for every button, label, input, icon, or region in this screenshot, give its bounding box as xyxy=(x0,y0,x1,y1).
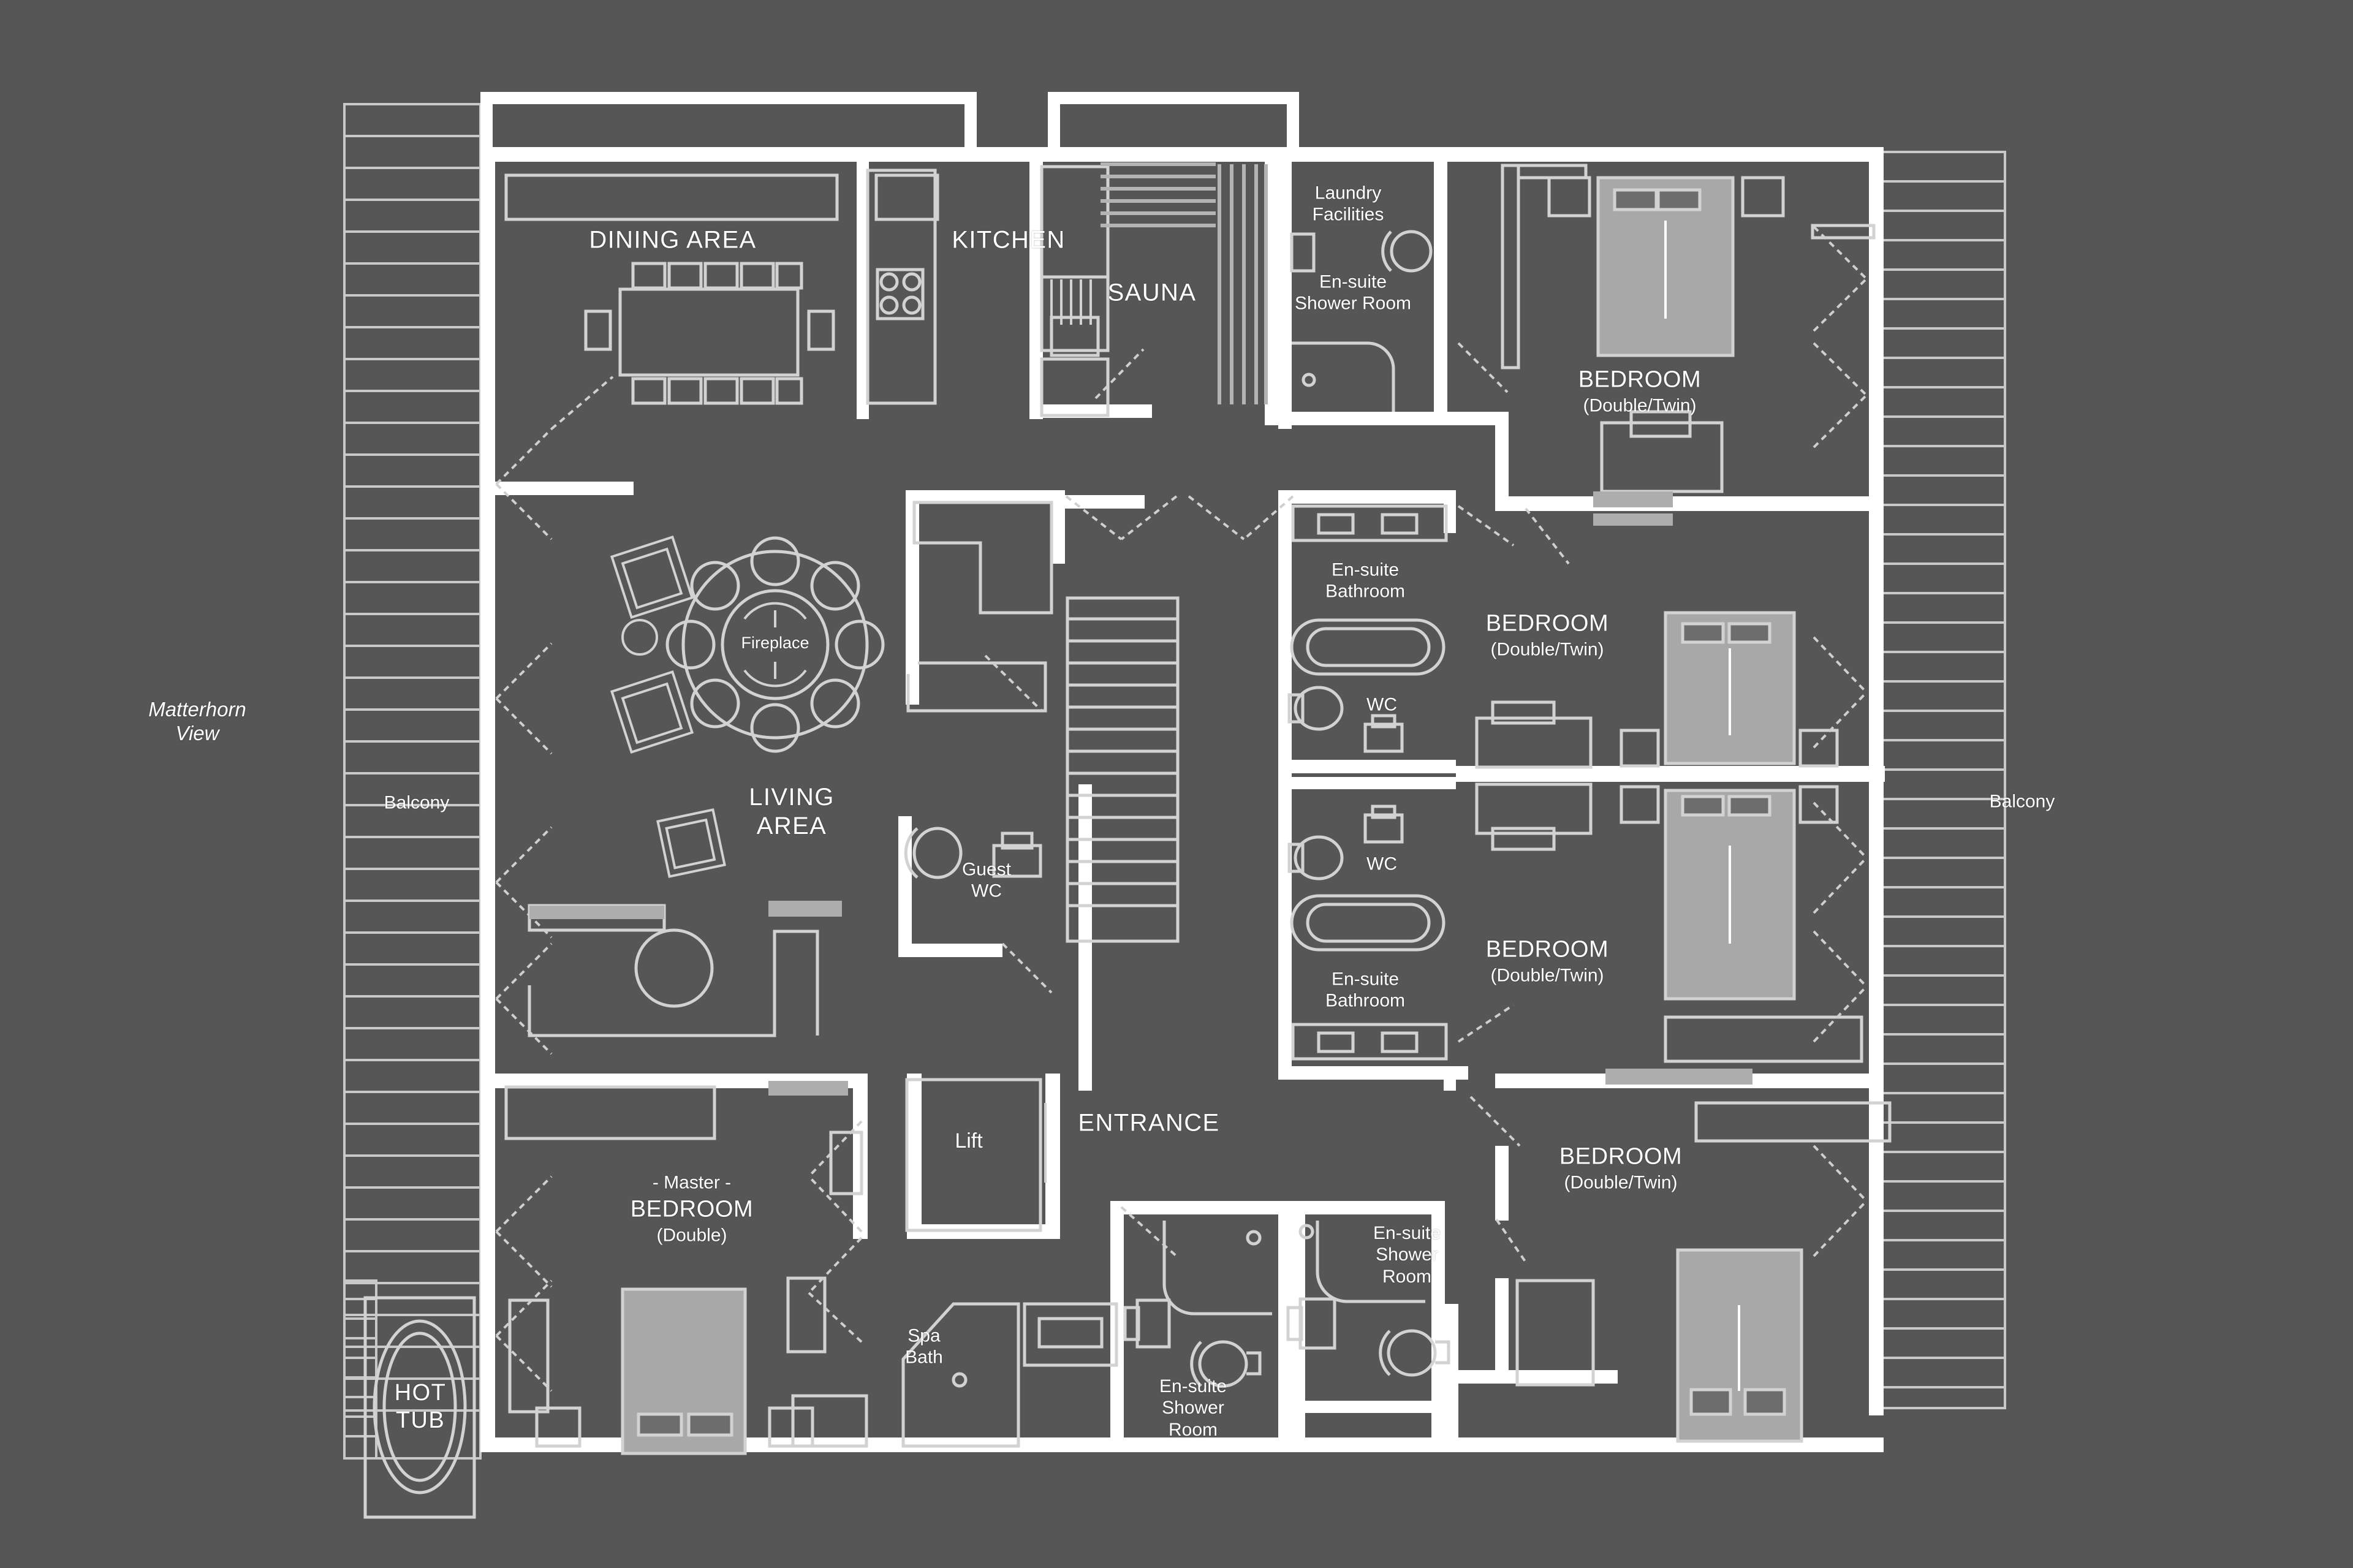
balcony-right-decking xyxy=(1874,151,2006,1409)
staircase xyxy=(1066,596,1180,943)
door-swings xyxy=(495,225,1868,1392)
sink-icon xyxy=(1379,1329,1450,1377)
furniture xyxy=(363,162,1892,1519)
toilet-icon xyxy=(1287,686,1344,731)
hot-tub-icon xyxy=(363,1296,476,1519)
washing-machine-icon xyxy=(1381,230,1433,273)
toilet-icon xyxy=(1287,835,1344,881)
fireplace-seating-ring xyxy=(665,536,885,753)
balcony-left-decking xyxy=(343,103,482,1460)
sink-icon xyxy=(1190,1340,1262,1388)
toilet-icon xyxy=(904,827,963,879)
windows xyxy=(529,491,1752,1096)
